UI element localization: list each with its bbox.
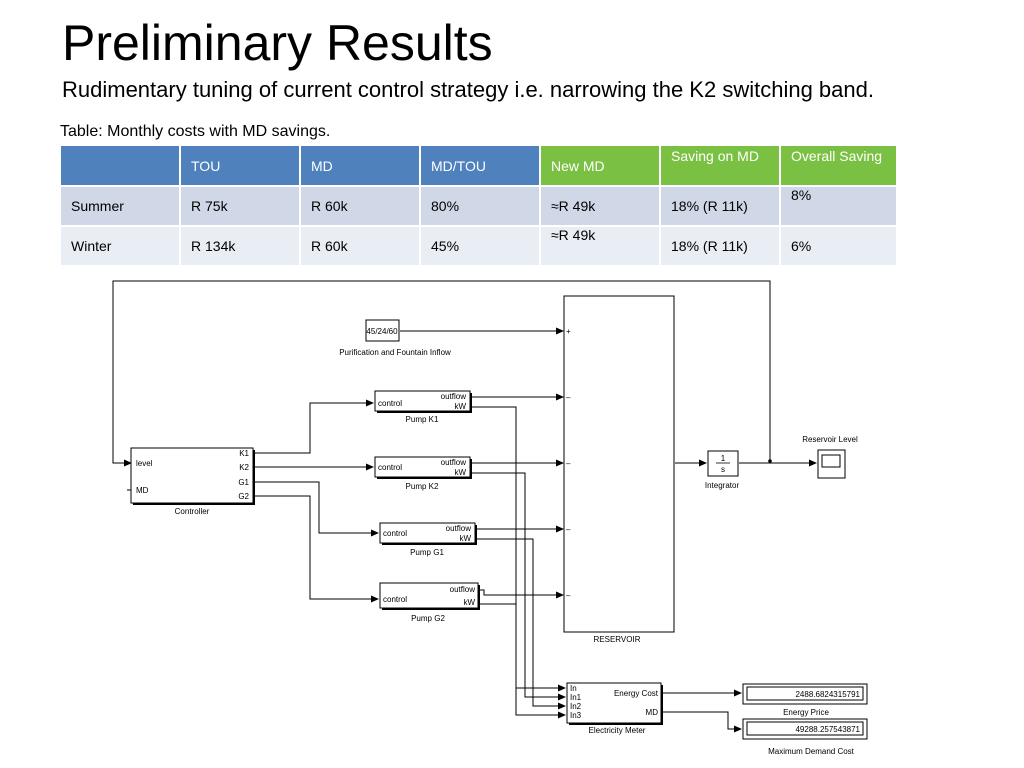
table-cell: Summer: [61, 187, 179, 225]
meter-input-in1: In1: [570, 693, 582, 702]
pump-g1-out2: kW: [459, 534, 471, 543]
table-header-row: TOU MD MD/TOU New MD Saving on MD Overal…: [61, 146, 896, 185]
pump-k2-out2: kW: [454, 468, 466, 477]
integrator-block: [707, 450, 739, 477]
slide-subtitle: Rudimentary tuning of current control st…: [62, 77, 874, 102]
header-cell-empty: [61, 146, 179, 185]
energy-price-label: Energy Price: [783, 708, 829, 717]
reservoir-block: [563, 295, 675, 633]
meter-block: [566, 682, 662, 724]
reservoir-port-minus-1: –: [566, 393, 571, 402]
table-cell: R 75k: [181, 187, 299, 225]
g1-kw-wire: [475, 538, 566, 710]
junction-dot: [768, 459, 772, 463]
table-cell: 18% (R 11k): [661, 187, 779, 225]
table-cell: Winter: [61, 227, 179, 265]
table-cell: R 134k: [181, 227, 299, 265]
controller-output-g1: G1: [238, 478, 249, 487]
md-wire: [661, 711, 742, 733]
pump-k2-out1: outflow: [441, 458, 467, 467]
pump-k1-block: [374, 390, 471, 412]
integrator-numerator: 1: [721, 454, 726, 463]
scope-screen-icon: [821, 454, 841, 468]
pump-g2-out1: outflow: [450, 585, 476, 594]
controller-block: [130, 447, 254, 504]
table-cell: ≈R 49k: [541, 187, 659, 225]
pump-k1-out2: kW: [454, 402, 466, 411]
reservoir-port-minus-2: –: [566, 459, 571, 468]
table-cell: ≈R 49k: [541, 227, 659, 265]
md-cost-display-field: [746, 721, 864, 736]
integrator-label: Integrator: [705, 481, 740, 490]
controller-output-k2: K2: [239, 463, 249, 472]
inflow-constant-block: [365, 319, 400, 342]
table-cell: 18% (R 11k): [661, 227, 779, 265]
inflow-value: 45/24/60: [366, 327, 398, 336]
pump-g2-out2: kW: [463, 598, 475, 607]
meter-input-in3: In3: [570, 711, 582, 720]
meter-label: Electricity Meter: [589, 726, 646, 735]
inflow-label: Purification and Fountain Inflow: [339, 348, 451, 357]
pump-k2-label: Pump K2: [406, 482, 439, 491]
controller-input-md: MD: [136, 486, 149, 495]
header-cell-md: MD: [301, 146, 419, 185]
header-cell-md-tou: MD/TOU: [421, 146, 539, 185]
pump-k2-block: [374, 456, 471, 478]
table-cell: 45%: [421, 227, 539, 265]
table-row: Summer R 75k R 60k 80% ≈R 49k 18% (R 11k…: [61, 187, 896, 225]
md-cost-label: Maximum Demand Cost: [768, 747, 855, 756]
integrator-denominator: s: [721, 465, 725, 474]
energy-price-value: 2488.6824315791: [795, 690, 860, 699]
pump-g1-in: control: [383, 529, 407, 538]
reservoir-port-minus-3: –: [566, 525, 571, 534]
pump-g1-out1: outflow: [446, 524, 472, 533]
g2-kw-wire: [478, 603, 566, 719]
g2-control-wire: [253, 495, 379, 603]
table-cell: R 60k: [301, 227, 419, 265]
pump-g1-label: Pump G1: [410, 548, 444, 557]
k2-kw-wire: [470, 472, 566, 701]
meter-input-in2: In2: [570, 702, 582, 711]
energy-price-display-field: [746, 686, 864, 701]
controller-output-k1: K1: [239, 449, 249, 458]
pump-k2-in: control: [378, 463, 402, 472]
scope-label: Reservoir Level: [802, 435, 858, 444]
reservoir-port-minus-4: –: [566, 591, 571, 600]
table-cell: R 60k: [301, 187, 419, 225]
header-cell-overall-saving: Overall Saving: [781, 146, 896, 185]
table-caption: Table: Monthly costs with MD savings.: [60, 123, 331, 140]
pump-k1-in: control: [378, 399, 402, 408]
table-cell: 80%: [421, 187, 539, 225]
g1-control-wire: [253, 481, 379, 537]
table-cell: 8%: [781, 187, 896, 225]
meter-output-energy-cost: Energy Cost: [614, 689, 659, 698]
pump-g2-label: Pump G2: [411, 614, 445, 623]
pump-g2-block: [379, 582, 479, 609]
header-cell-saving-on-md: Saving on MD: [661, 146, 779, 185]
g2-outflow-wire: [478, 589, 564, 599]
reservoir-port-plus: +: [566, 327, 571, 336]
controller-output-g2: G2: [238, 492, 249, 501]
md-cost-value: 49288.257543871: [795, 725, 860, 734]
k1-control-wire: [253, 399, 374, 454]
table-row: Winter R 134k R 60k 45% ≈R 49k 18% (R 11…: [61, 227, 896, 265]
pump-g1-block: [379, 522, 476, 544]
k1-kw-wire: [470, 406, 566, 692]
controller-input-level: level: [136, 459, 153, 468]
feedback-wire: [112, 280, 771, 467]
reservoir-label: RESERVOIR: [594, 635, 641, 644]
header-cell-new-md: New MD: [541, 146, 659, 185]
slide-title: Preliminary Results: [62, 15, 493, 71]
meter-input-in: In: [570, 684, 577, 693]
header-cell-tou: TOU: [181, 146, 299, 185]
pump-k1-label: Pump K1: [406, 415, 439, 424]
monthly-costs-table: TOU MD MD/TOU New MD Saving on MD Overal…: [59, 144, 898, 267]
controller-label: Controller: [175, 507, 210, 516]
meter-output-md: MD: [646, 708, 659, 717]
table-cell: 6%: [781, 227, 896, 265]
pump-g2-in: control: [383, 595, 407, 604]
pump-k1-out1: outflow: [441, 392, 467, 401]
